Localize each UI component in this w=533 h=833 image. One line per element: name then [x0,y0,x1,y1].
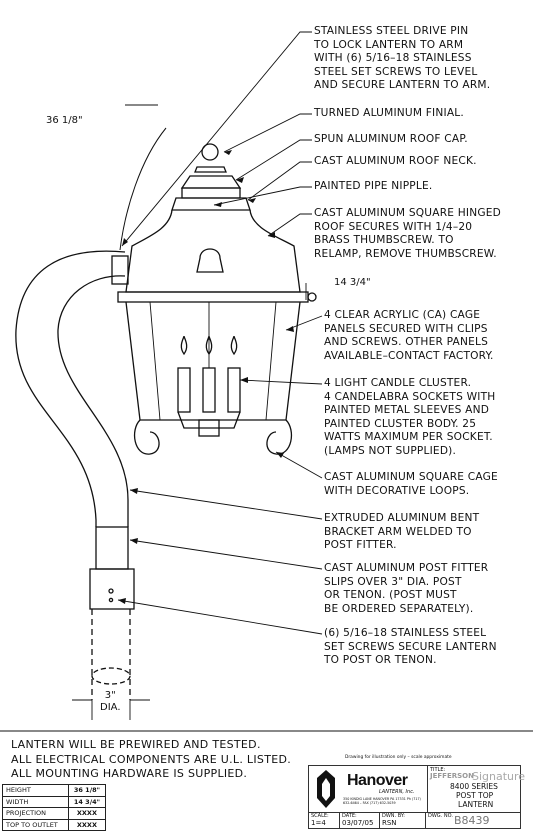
post-fitter [95,526,129,570]
lantern-logo-icon [317,770,335,808]
callout-set-screws: (6) 5/16–18 STAINLESS STEEL SET SCREWS S… [324,627,497,667]
company-logo: Hanover LANTERN, Inc. 350 KINDIG LANE HA… [311,768,425,812]
callout-candle-cluster: 4 LIGHT CANDLE CLUSTER. 4 CANDELABRA SOC… [324,377,496,457]
spec-label: HEIGHT [2,784,69,797]
title-line: LANTERN [458,800,494,809]
spec-label: TOP TO OUTLET [2,818,69,832]
spec-label: WIDTH [2,795,69,809]
callout-finial: TURNED ALUMINUM FINIAL. [314,107,464,119]
spec-label: PROJECTION [2,807,69,820]
callout-panels: 4 CLEAR ACRYLIC (CA) CAGE PANELS SECURED… [324,309,494,362]
drawing-number-label: DWG. NO. [428,813,453,819]
scale-disclaimer: Drawing for illustration only – scale ap… [345,755,452,760]
callout-roof-cap: SPUN ALUMINUM ROOF CAP. [314,133,468,145]
signature: Signature [472,770,526,783]
drawing-number: B8439 [454,814,490,827]
roof-cap [180,175,242,189]
title-line: POST TOP [456,791,494,800]
drawn-by-value: RSN [382,819,397,827]
title-line: 8400 SERIES [450,782,498,791]
spec-value: XXXX [67,818,107,832]
finial [201,143,219,161]
general-notes: LANTERN WILL BE PREWIRED AND TESTED. ALL… [11,738,292,780]
bracket-arm [15,250,126,527]
title-line: JEFFERSON [430,772,474,780]
hinged-roof [125,209,301,293]
scale-label: SCALE: [311,813,329,819]
company-name: Hanover [347,772,408,789]
callout-cage: CAST ALUMINUM SQUARE CAGE WITH DECORATIV… [324,471,498,497]
spec-value: 36 1/8" [67,784,107,797]
date-value: 03/07/05 [342,819,374,827]
spec-value: 14 3/4" [67,795,107,809]
height-dimension-line [119,127,167,251]
callout-drive-pin: STAINLESS STEEL DRIVE PIN TO LOCK LANTER… [314,25,491,92]
company-address: 350 KINDIG LANE HANOVER PA 17331 Ph (717… [343,797,421,806]
callout-hinged-roof: CAST ALUMINUM SQUARE HINGED ROOF SECURES… [314,207,501,260]
spec-value: XXXX [67,807,107,820]
height-dimension: 36 1/8" [46,115,83,126]
callout-post-fitter: CAST ALUMINUM POST FITTER SLIPS OVER 3" … [324,562,489,615]
callout-pipe-nipple: PAINTED PIPE NIPPLE. [314,180,433,192]
title-block: Hanover LANTERN, Inc. 350 KINDIG LANE HA… [308,765,525,829]
company-subtitle: LANTERN, Inc. [379,789,415,795]
title-cell: TITLE: JEFFERSON Signature 8400 SERIES P… [427,766,525,812]
drawn-by-label: DWN. BY: [382,813,405,819]
date-label: DATE: [342,813,357,819]
scale-value: 1=4 [311,819,326,827]
title-label: TITLE: [430,767,446,773]
title-block-footer: SCALE: 1=4 DATE: 03/07/05 DWN. BY: RSN D… [309,812,520,829]
cage [125,301,301,421]
callout-roof-neck: CAST ALUMINUM ROOF NECK. [314,155,477,167]
post-diameter-dimension: 3" DIA. [100,690,121,713]
callout-bracket-arm: EXTRUDED ALUMINUM BENT BRACKET ARM WELDE… [324,512,480,552]
width-dimension: 14 3/4" [334,277,371,288]
